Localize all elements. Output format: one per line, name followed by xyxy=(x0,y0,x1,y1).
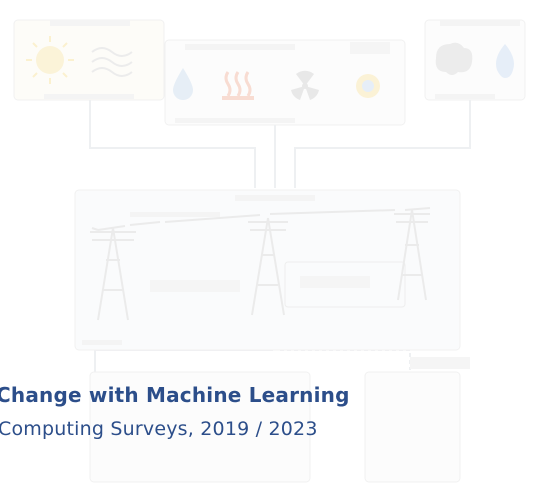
controllable-sources-box xyxy=(164,39,406,126)
gas-flame-icon xyxy=(496,44,514,78)
wind-icon xyxy=(91,47,133,77)
geothermal-icon xyxy=(222,71,254,100)
caption-title-text: Change with Machine Learning xyxy=(0,383,350,407)
variable-sources-box xyxy=(13,19,165,101)
transmission-tower-icon xyxy=(90,207,431,321)
radiation-icon xyxy=(291,70,319,100)
fusion-icon xyxy=(356,74,380,98)
electricity-network-box xyxy=(74,189,461,351)
caption-subtitle-text: Computing Surveys, 2019 / 2023 xyxy=(0,418,318,440)
water-drop-icon xyxy=(173,68,193,100)
coal-icon xyxy=(435,42,473,75)
lower-boxes xyxy=(89,357,470,483)
fossil-sources-box xyxy=(424,19,526,101)
sun-icon xyxy=(26,36,74,84)
